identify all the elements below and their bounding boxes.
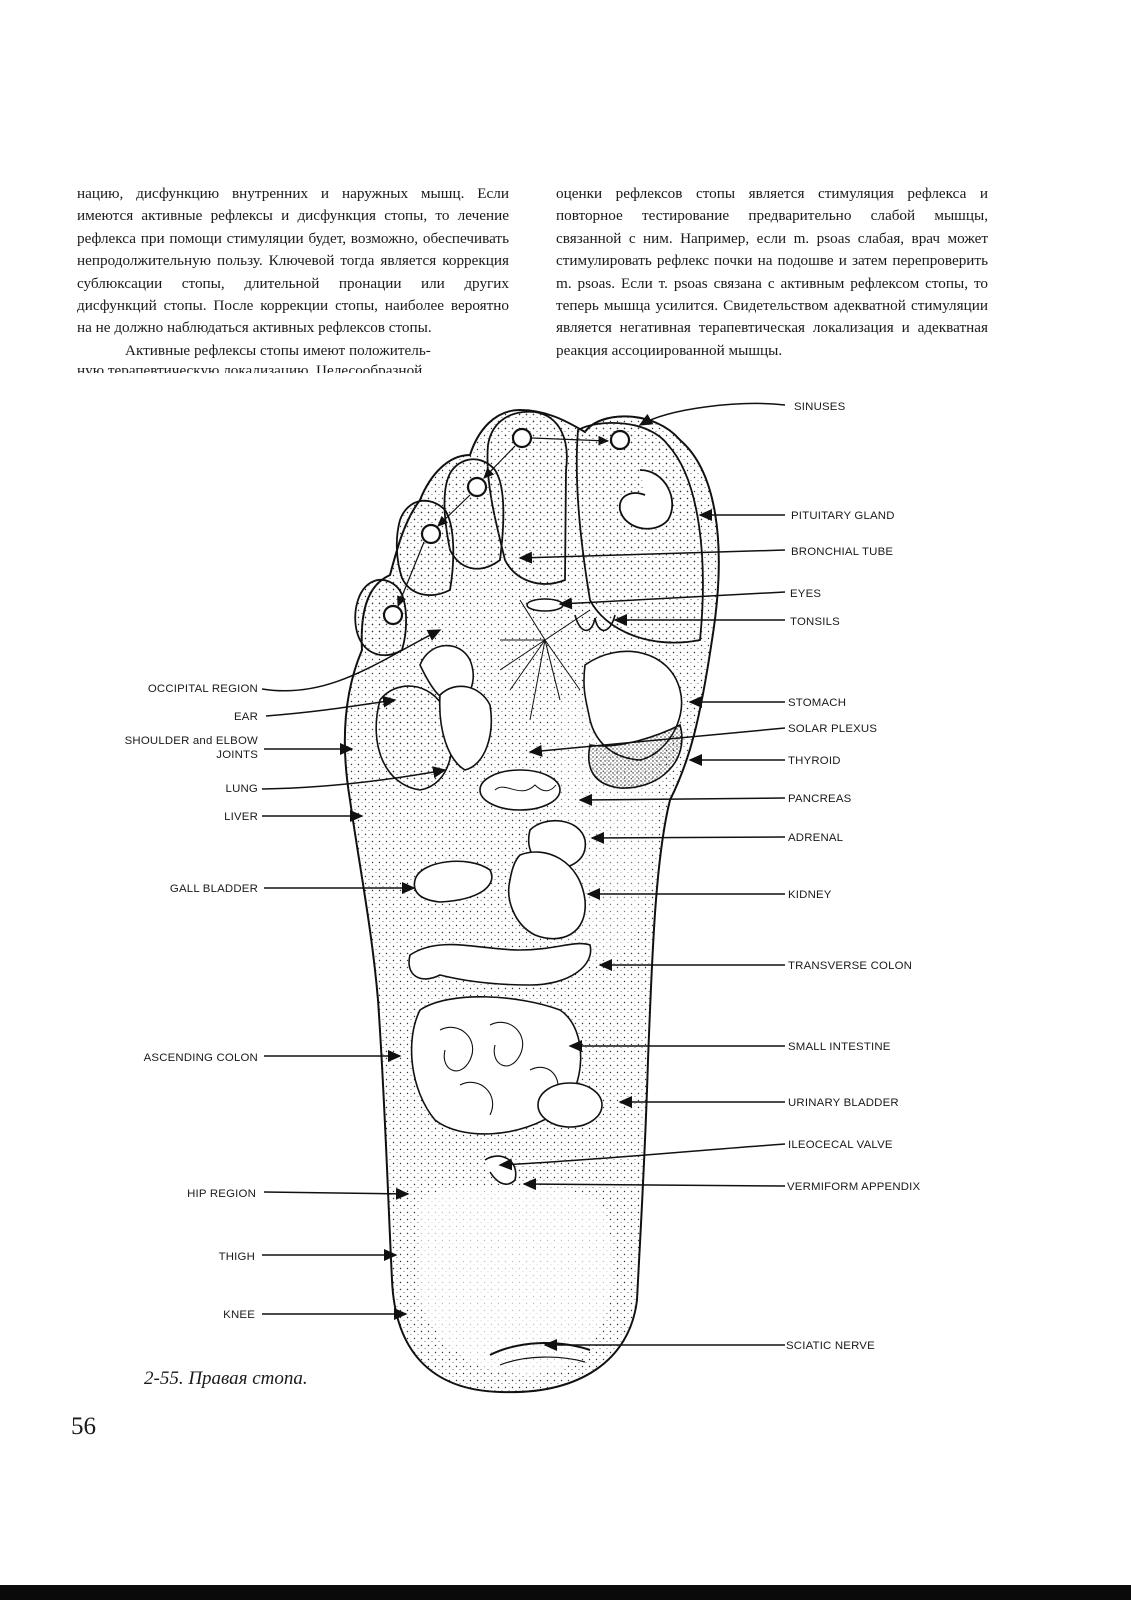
right-text-column: оценки рефлексов стопы является стимуляц… [556,183,988,362]
page-number: 56 [71,1413,96,1441]
left-paragraph-1: нацию, дисфункцию внутренних и наружных … [77,183,509,340]
label-kidney: KIDNEY [788,889,832,901]
label-lung: LUNG [226,783,258,795]
left-labels: OCCIPITAL REGION EAR SHOULDER and ELBOW … [125,683,259,1321]
label-sinuses: SINUSES [794,401,846,413]
label-pancreas: PANCREAS [788,793,852,805]
figure-caption: 2-55. Правая стопа. [144,1368,308,1390]
label-urinary-bladder: URINARY BLADDER [788,1097,899,1109]
label-ear: EAR [234,711,258,723]
label-gall-bladder: GALL BLADDER [170,883,258,895]
label-hip-region: HIP REGION [187,1188,256,1200]
label-thyroid: THYROID [788,755,841,767]
label-sciatic-nerve: SCIATIC NERVE [786,1340,875,1352]
label-liver: LIVER [224,811,258,823]
right-paragraph-1: оценки рефлексов стопы является стимуляц… [556,183,988,362]
label-adrenal: ADRENAL [788,832,843,844]
label-bronchial-tube: BRONCHIAL TUBE [791,546,893,558]
label-vermiform-appendix: VERMIFORM APPENDIX [787,1181,921,1193]
label-occipital-region: OCCIPITAL REGION [148,683,258,695]
label-ileocecal-valve: ILEOCECAL VALVE [788,1139,893,1151]
label-transverse-colon: TRANSVERSE COLON [788,960,912,972]
scan-edge-bar [0,1585,1131,1600]
label-joints: JOINTS [216,749,258,761]
label-stomach: STOMACH [788,697,846,709]
label-small-intestine: SMALL INTESTINE [788,1041,891,1053]
right-labels: SINUSES PITUITARY GLAND BRONCHIAL TUBE E… [786,401,921,1352]
label-thigh: THIGH [219,1251,255,1263]
left-cut-line: ную терапевтическую локализацию. Целесоо… [77,360,509,373]
left-paragraph-2: Активные рефлексы стопы имеют положитель… [77,340,509,362]
left-text-column: нацию, дисфункцию внутренних и наружных … [77,183,509,373]
label-ascending-colon: ASCENDING COLON [144,1052,258,1064]
label-pituitary-gland: PITUITARY GLAND [791,510,895,522]
label-solar-plexus: SOLAR PLEXUS [788,723,877,735]
label-shoulder-elbow: SHOULDER and ELBOW [125,735,258,747]
label-tonsils: TONSILS [790,616,840,628]
foot-reflexology-diagram: SINUSES PITUITARY GLAND BRONCHIAL TUBE E… [0,395,1131,1395]
label-eyes: EYES [790,588,821,600]
label-knee: KNEE [223,1309,255,1321]
